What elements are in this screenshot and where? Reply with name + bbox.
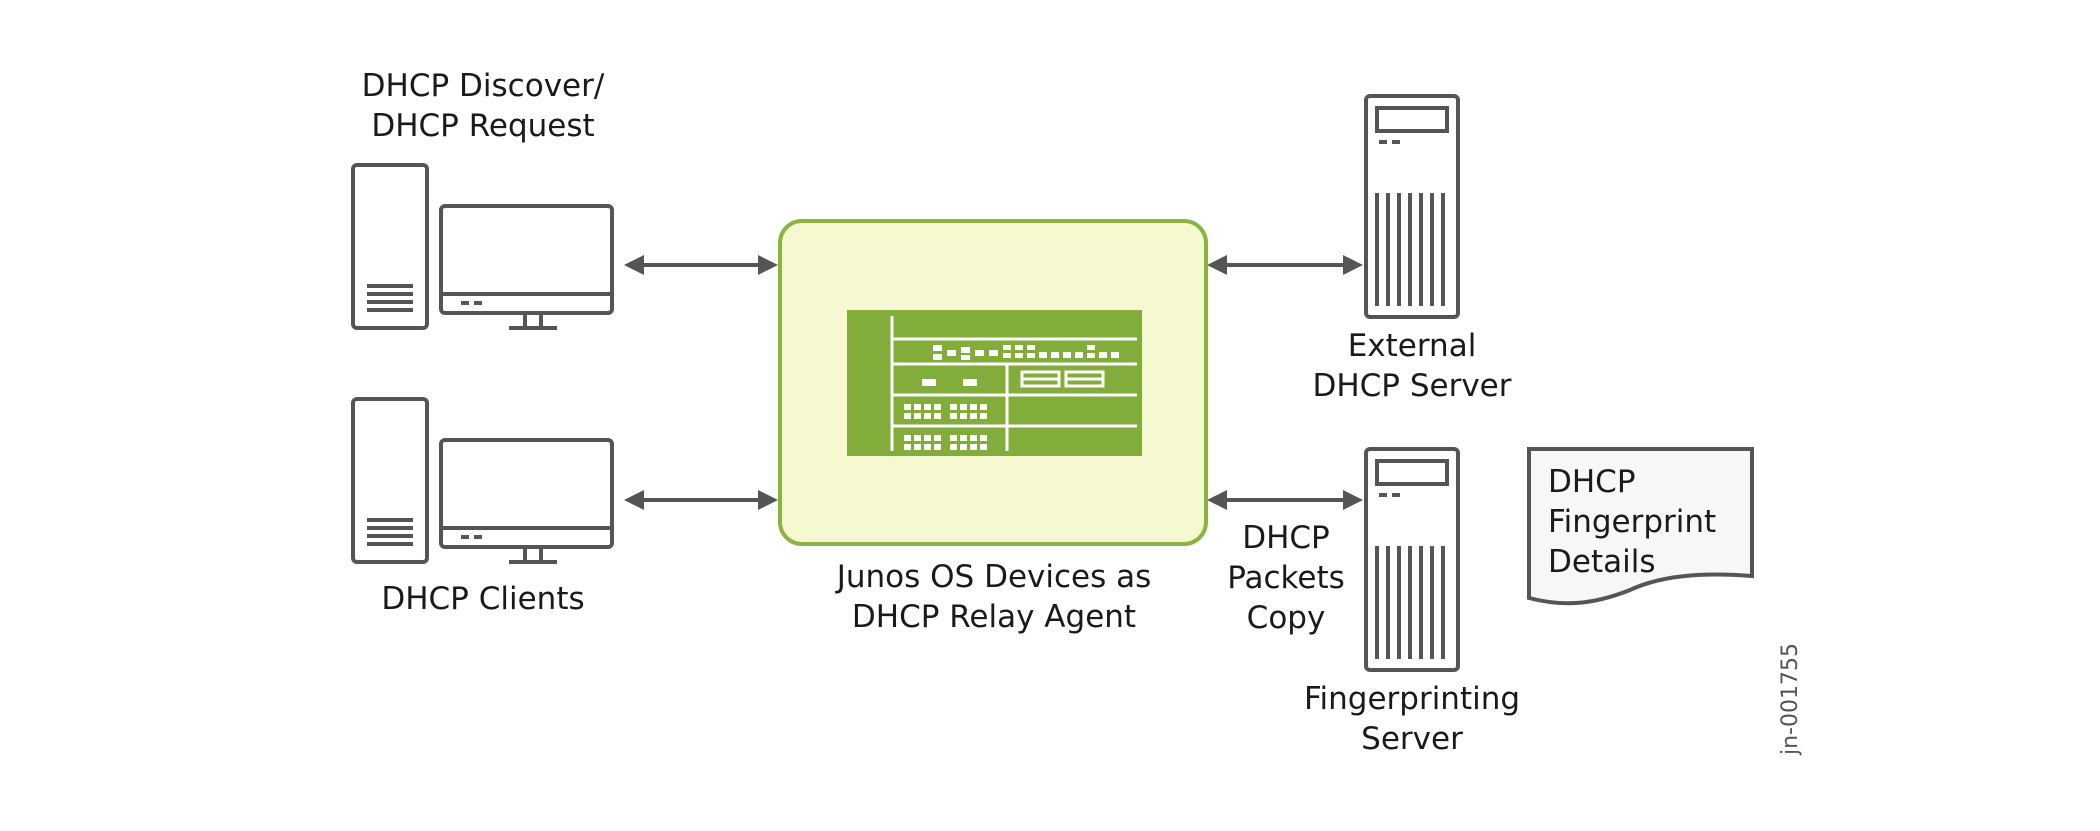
document-label-line3: Details <box>1548 544 1655 580</box>
external-dhcp-server-icon <box>1364 94 1460 319</box>
relay-agent-box <box>778 219 1208 546</box>
fingerprinting-server-icon <box>1364 447 1460 672</box>
client-computer-bottom-icon <box>351 397 614 564</box>
arrows <box>624 255 1363 510</box>
packets-copy-label-line2: Packets <box>1227 560 1345 596</box>
fingerprint-server-label-line2: Server <box>1361 721 1463 757</box>
client-computer-top-icon <box>351 163 614 330</box>
client-request-label-line2: DHCP Request <box>371 108 594 144</box>
packets-copy-label-line1: DHCP <box>1242 520 1330 556</box>
external-server-label-line2: DHCP Server <box>1312 368 1511 404</box>
fingerprint-server-label-line1: Fingerprinting <box>1304 681 1520 717</box>
document-label-line2: Fingerprint <box>1548 504 1716 540</box>
fingerprint-document-icon <box>1527 447 1754 606</box>
client-request-label-line1: DHCP Discover/ <box>362 68 605 104</box>
figure-code-label: jn-001755 <box>1778 643 1803 756</box>
external-server-label-line1: External <box>1348 328 1477 364</box>
document-label-line1: DHCP <box>1548 464 1636 500</box>
packets-copy-label-line3: Copy <box>1247 600 1326 636</box>
relay-agent-label-line1: Junos OS Devices as <box>835 559 1152 595</box>
relay-agent-label-line2: DHCP Relay Agent <box>852 599 1136 635</box>
dhcp-clients-label: DHCP Clients <box>381 581 584 617</box>
router-chassis-icon <box>847 310 1142 456</box>
